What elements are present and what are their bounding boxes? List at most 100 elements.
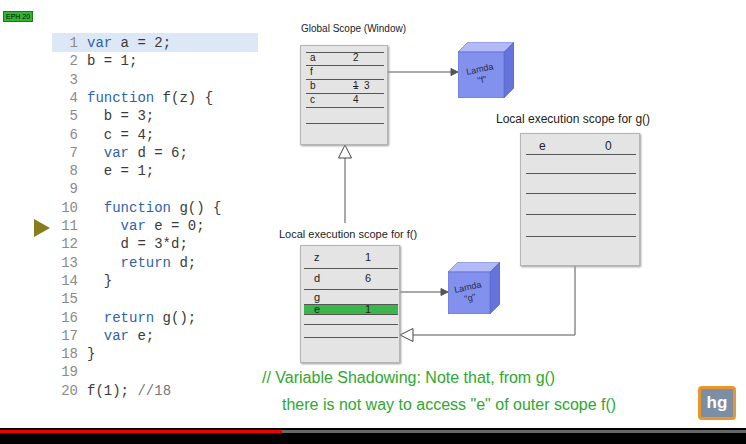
line-number: 20	[48, 382, 78, 400]
code-keyword: var	[87, 35, 112, 51]
code-line: b = 3;	[104, 107, 154, 125]
cube-face: Lamda "f"	[458, 52, 504, 98]
row-line	[526, 193, 636, 194]
line-number: 12	[48, 235, 78, 253]
scope-box: Local execution scope for g()e0	[520, 133, 640, 266]
hollow-arrowhead	[339, 145, 352, 158]
cube-front	[458, 52, 504, 98]
scope-cell: d	[314, 272, 320, 285]
connector-line	[400, 292, 441, 293]
scope-cell: 6	[365, 272, 371, 285]
line-number: 2	[48, 52, 78, 70]
code-keyword: var	[121, 218, 146, 234]
code-line: }	[87, 345, 95, 363]
line-number: 13	[48, 254, 78, 272]
code-token: }	[104, 273, 112, 289]
row-line	[526, 154, 636, 155]
code-line: f(1); //18	[87, 382, 171, 400]
progress-played	[0, 430, 282, 433]
scope-cell: 1	[365, 251, 371, 264]
scope-cell: e	[539, 139, 546, 153]
code-line: return g();	[104, 309, 196, 327]
row-line	[304, 324, 398, 325]
scope-cell: 2	[353, 52, 359, 64]
badge: EPH 20	[3, 11, 33, 22]
code-token: }	[87, 346, 95, 362]
code-line: return d;	[121, 254, 197, 272]
code-line: e = 1;	[104, 162, 154, 180]
line-number: 18	[48, 345, 78, 363]
arrowhead	[441, 289, 448, 296]
scope-cell: e	[314, 303, 320, 316]
line-number: 9	[48, 180, 78, 198]
row-line	[306, 123, 384, 124]
code-line: }	[104, 272, 112, 290]
code-token: g() {	[171, 200, 221, 216]
row-line	[306, 65, 384, 66]
scope-heading: Local execution scope for f()	[279, 228, 417, 241]
line-number: 14	[48, 272, 78, 290]
row-line	[306, 93, 384, 94]
note: there is not way to access "e" of outer …	[282, 395, 616, 414]
line-number: 4	[48, 89, 78, 107]
connector	[339, 145, 352, 223]
code-line: var d = 6;	[104, 144, 188, 162]
code-token: e;	[129, 328, 154, 344]
connector	[388, 69, 458, 76]
code-token: f(z) {	[154, 90, 213, 106]
scope-cell: a	[310, 52, 316, 64]
scope-box: Global Scope (Window)a2fb13c4	[300, 45, 388, 145]
code-token: g();	[154, 310, 196, 326]
scope-cell: 3	[364, 80, 370, 92]
code-line: d = 3*d;	[121, 235, 188, 253]
code-token: e = 0;	[146, 218, 205, 234]
progress-rest	[282, 430, 746, 433]
code-keyword: var	[104, 328, 129, 344]
code-line: var e = 0;	[121, 217, 205, 235]
line-number: 16	[48, 309, 78, 327]
scope-cell: 1	[365, 303, 371, 316]
scope-box: Local execution scope for f()z1d6ge1	[300, 245, 400, 363]
row-line	[526, 236, 636, 237]
line-number: 8	[48, 162, 78, 180]
line-number: 5	[48, 107, 78, 125]
current-line-marker	[34, 219, 50, 237]
scope-heading: Global Scope (Window)	[301, 23, 406, 35]
line-number: 15	[48, 290, 78, 308]
cube-front	[448, 272, 490, 314]
lambda-label: Lamda "g"	[451, 279, 487, 307]
note: // Variable Shadowing: Note that, from g…	[262, 368, 555, 387]
cube-side	[504, 42, 514, 98]
code-token: e = 1;	[104, 163, 154, 179]
line-number: 7	[48, 144, 78, 162]
line-number: 3	[48, 71, 78, 89]
code-line: var a = 2;	[87, 34, 171, 52]
row-line	[304, 289, 398, 290]
line-number: 17	[48, 327, 78, 345]
player-bar	[0, 428, 746, 444]
code-line: b = 1;	[87, 52, 137, 70]
hollow-arrowhead	[400, 329, 413, 342]
cube-side	[490, 262, 500, 314]
logo: hg	[698, 386, 736, 420]
code-token: d;	[171, 255, 196, 271]
scope-cell: b	[310, 80, 316, 92]
row-line	[306, 52, 384, 53]
code-token: c = 4;	[104, 127, 154, 143]
arrowhead	[451, 69, 458, 76]
connector	[400, 266, 575, 342]
line-number: 6	[48, 126, 78, 144]
code-token: a = 2;	[112, 35, 171, 51]
row-line	[526, 214, 636, 215]
code-comment: //18	[137, 383, 171, 399]
code-keyword: var	[104, 145, 129, 161]
lambda-cube: Lamda "g"	[448, 262, 500, 314]
cube-face: Lamda "g"	[448, 272, 490, 314]
row-line	[304, 268, 398, 269]
code-token: d = 6;	[129, 145, 188, 161]
code-keyword: function	[87, 90, 154, 106]
code-keyword: return	[104, 310, 154, 326]
code-token: d = 3*d;	[121, 236, 188, 252]
code-keyword: function	[104, 200, 171, 216]
